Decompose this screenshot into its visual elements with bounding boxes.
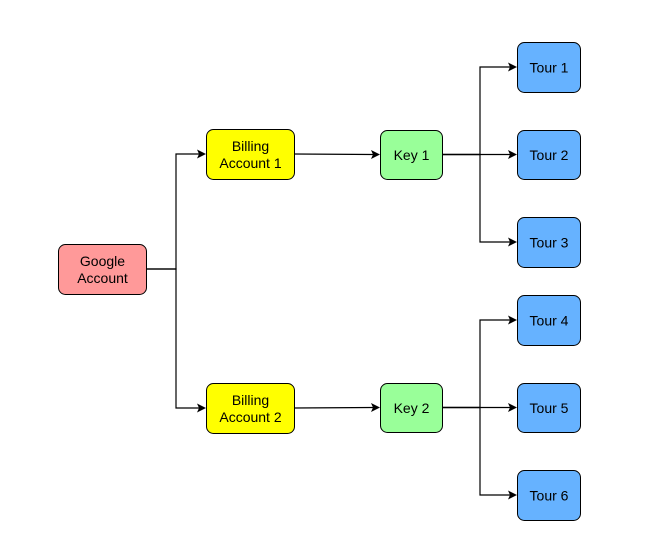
- arrowhead: [197, 403, 206, 413]
- arrowhead: [197, 149, 206, 159]
- arrowhead: [508, 403, 517, 412]
- edge-key-1-to-tour-3: [442, 153, 517, 247]
- node-box: [517, 383, 581, 433]
- node-label: Account: [77, 270, 128, 286]
- edge-line: [293, 406, 374, 409]
- arrowhead: [371, 403, 380, 412]
- edge-line: [146, 268, 199, 409]
- node-box: [380, 130, 443, 180]
- edge-line: [442, 319, 510, 409]
- node-tour-4: Tour 4: [517, 295, 581, 346]
- edge-billing-account-1-to-key-1: [293, 150, 380, 159]
- edge-key-2-to-tour-6: [442, 406, 517, 500]
- node-label: Tour 2: [530, 147, 569, 163]
- node-label: Tour 3: [530, 235, 569, 251]
- arrowhead: [508, 150, 517, 159]
- node-tour-3: Tour 3: [517, 217, 581, 268]
- node-label: Account 2: [219, 409, 281, 425]
- edge-line: [442, 153, 510, 243]
- node-label: Account 1: [219, 155, 281, 171]
- node-label: Tour 6: [530, 488, 569, 504]
- edge-billing-account-2-to-key-2: [293, 403, 380, 412]
- node-label: Key 2: [394, 400, 430, 416]
- node-tour-1: Tour 1: [517, 42, 581, 93]
- arrowhead: [508, 490, 517, 500]
- node-key-2: Key 2: [380, 383, 443, 433]
- arrowhead: [371, 150, 380, 159]
- node-label: Billing: [232, 392, 269, 408]
- edge-line: [293, 153, 374, 156]
- edge-line: [146, 153, 199, 270]
- node-box: [517, 42, 581, 93]
- node-tour-6: Tour 6: [517, 470, 581, 521]
- node-box: [206, 383, 295, 434]
- node-tour-5: Tour 5: [517, 383, 581, 433]
- edge-google-account-to-billing-account-1: [146, 149, 206, 270]
- edge-key-2-to-tour-4: [442, 315, 517, 409]
- edge-line: [442, 66, 510, 156]
- edges-layer: [146, 62, 517, 500]
- node-label: Tour 5: [530, 400, 569, 416]
- node-label: Key 1: [394, 147, 430, 163]
- node-tour-2: Tour 2: [517, 130, 581, 180]
- node-box: [517, 130, 581, 180]
- edge-line: [442, 406, 510, 496]
- node-box: [517, 470, 581, 521]
- node-label: Tour 1: [530, 60, 569, 76]
- arrowhead: [508, 62, 517, 72]
- node-box: [206, 129, 295, 180]
- arrowhead: [508, 315, 517, 325]
- node-box: [58, 244, 147, 295]
- node-key-1: Key 1: [380, 130, 443, 180]
- node-label: Tour 4: [530, 313, 569, 329]
- edge-google-account-to-billing-account-2: [146, 268, 206, 413]
- node-box: [380, 383, 443, 433]
- node-box: [517, 217, 581, 268]
- node-label: Google: [80, 253, 125, 269]
- node-label: Billing: [232, 138, 269, 154]
- edge-key-1-to-tour-1: [442, 62, 517, 156]
- arrowhead: [508, 237, 517, 247]
- node-box: [517, 295, 581, 346]
